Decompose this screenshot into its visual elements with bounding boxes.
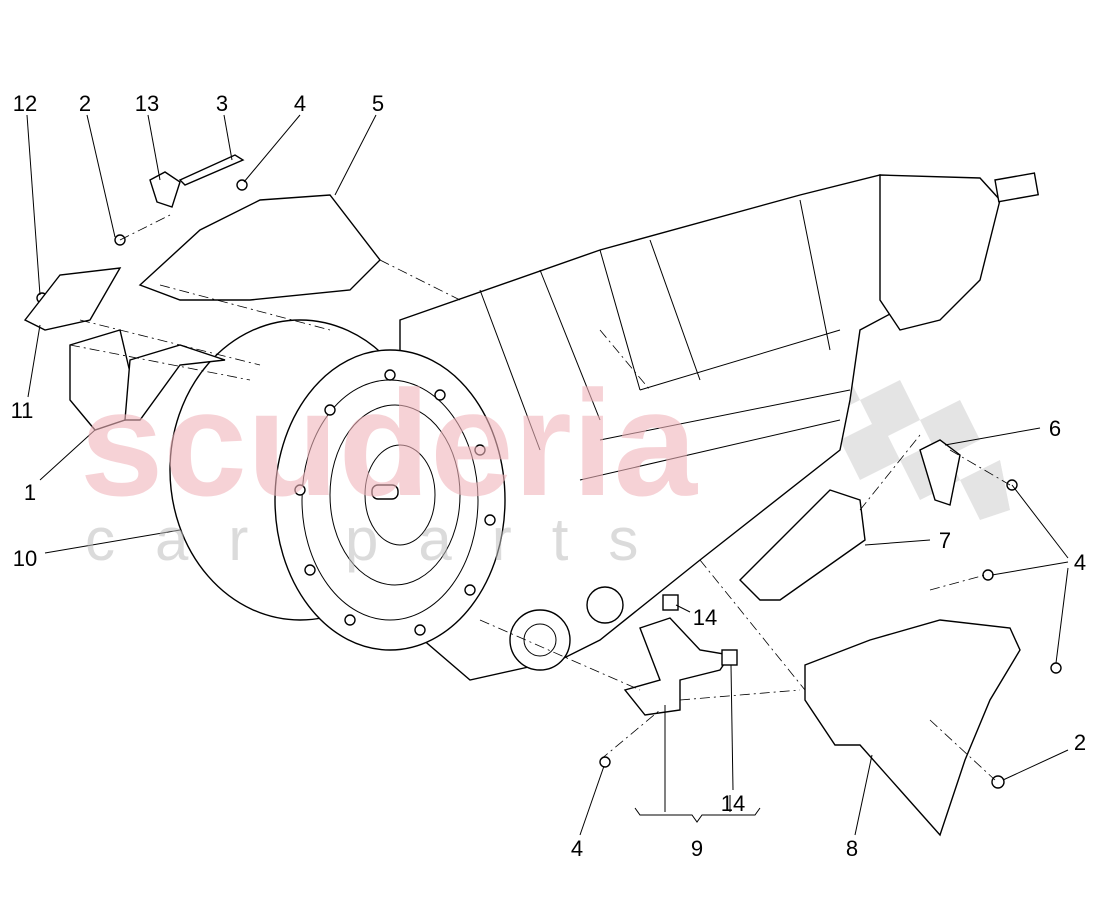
callout-14: 14: [721, 791, 745, 816]
output-shaft: [994, 172, 1040, 203]
callout-9: 9: [691, 836, 703, 861]
transmission-assembly: [169, 172, 1040, 681]
callout-13: 13: [135, 91, 159, 116]
callout-10: 10: [13, 546, 37, 571]
callout-labels: 12 2 13 3 4 5 11 1 10 6 7 4 14 14 2 4 9 …: [11, 91, 1087, 861]
part-13-clip: [149, 171, 181, 208]
callout-14: 14: [693, 605, 717, 630]
part-14-clip-upper: [662, 594, 679, 611]
part-8-heat-shield: [804, 619, 1021, 837]
part-1-cover: [69, 329, 141, 431]
transfer-case: [879, 174, 1001, 331]
torque-converter-flange: [274, 349, 506, 651]
part-4-nut-bottom: [599, 756, 611, 768]
input-shaft: [371, 484, 399, 500]
callout-12: 12: [13, 91, 37, 116]
part-6-bracket: [919, 439, 961, 506]
callout-4: 4: [294, 91, 306, 116]
part-11-shield: [23, 267, 122, 331]
callout-2: 2: [1074, 730, 1086, 755]
callout-8: 8: [846, 836, 858, 861]
part-14-clip-lower: [721, 649, 738, 666]
flange-bolt-holes: [294, 369, 496, 636]
callout-2: 2: [79, 91, 91, 116]
part-7-heat-shield: [739, 489, 866, 601]
callout-5: 5: [372, 91, 384, 116]
part-9-bracket: [623, 617, 732, 716]
callout-6: 6: [1049, 416, 1061, 441]
part-4-nut-top: [236, 179, 248, 191]
callout-7: 7: [939, 528, 951, 553]
part-3-bolt: [178, 154, 245, 186]
callout-3: 3: [216, 91, 228, 116]
callout-1: 1: [24, 480, 36, 505]
callout-11: 11: [11, 398, 34, 423]
part-5-heat-shield: [138, 194, 381, 301]
callout-4: 4: [571, 836, 583, 861]
callout-4: 4: [1074, 550, 1086, 575]
assembly-lines: [69, 214, 1011, 781]
side-flange: [509, 609, 571, 671]
leader-lines: [26, 114, 1069, 836]
